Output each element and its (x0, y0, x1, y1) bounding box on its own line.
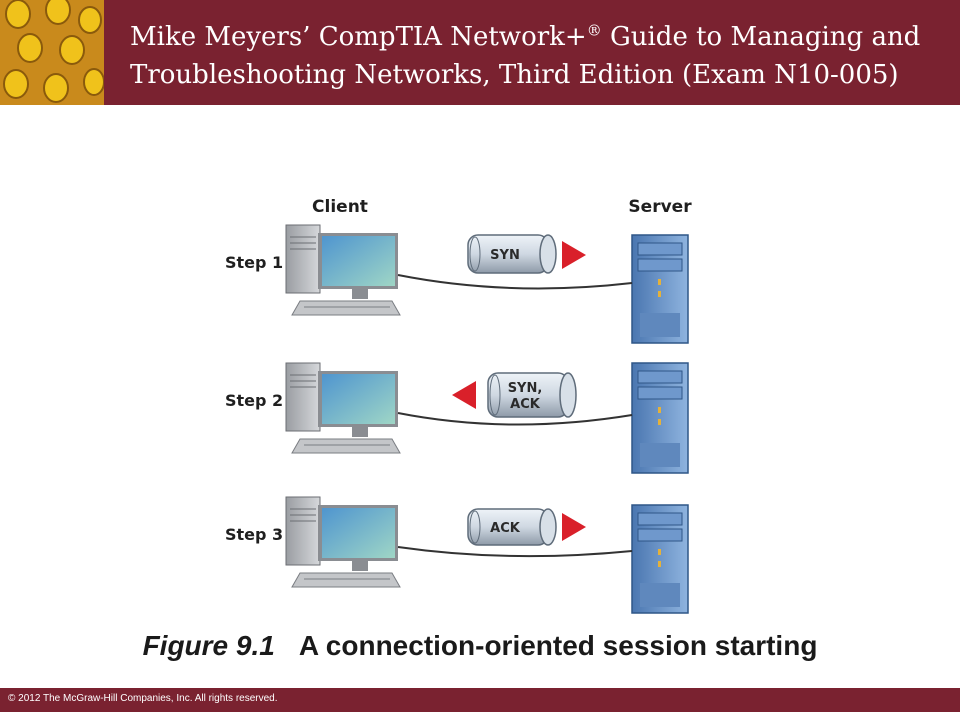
figure-caption: Figure 9.1 A connection-oriented session … (0, 630, 960, 662)
step-3-row: Step 3 ACK (225, 496, 689, 614)
server-tower-icon (631, 234, 689, 344)
arrow-left-icon (452, 381, 476, 409)
packet-label-line2: ACK (510, 397, 541, 412)
packet-icon: SYN (467, 234, 557, 274)
client-label: Client (312, 197, 368, 217)
client-computer-icon (285, 224, 401, 316)
packet-icon: ACK (467, 508, 557, 546)
figure-text: A connection-oriented session starting (298, 630, 818, 661)
figure-number: Figure 9.1 (142, 630, 275, 661)
step-1-row: Step 1 SYN (225, 224, 689, 344)
client-computer-icon (285, 362, 401, 454)
tcp-handshake-diagram: Client Server Step 1 SYN (225, 197, 692, 614)
step-label: Step 2 (225, 391, 283, 410)
packet-label: ACK (490, 521, 521, 536)
server-tower-icon (631, 504, 689, 614)
step-label: Step 3 (225, 525, 283, 544)
client-computer-icon (285, 496, 401, 588)
step-label: Step 1 (225, 253, 283, 272)
network-cable (397, 412, 633, 426)
server-label: Server (628, 197, 692, 217)
network-cable (397, 274, 633, 290)
arrow-right-icon (562, 241, 586, 269)
packet-label: SYN (490, 248, 520, 263)
arrow-right-icon (562, 513, 586, 541)
logo-image (0, 0, 104, 105)
copyright-text: © 2012 The McGraw-Hill Companies, Inc. A… (8, 693, 278, 704)
slide-header: Mike Meyers’ CompTIA Network+® Guide to … (0, 0, 960, 105)
server-tower-icon (631, 362, 689, 474)
slide-title: Mike Meyers’ CompTIA Network+® Guide to … (130, 21, 921, 90)
packet-icon: SYN, ACK (487, 372, 577, 418)
step-2-row: Step 2 SYN, ACK (225, 362, 689, 474)
network-cable (397, 546, 633, 558)
slide-footer: © 2012 The McGraw-Hill Companies, Inc. A… (0, 688, 960, 712)
packet-label-line1: SYN, (508, 381, 543, 396)
